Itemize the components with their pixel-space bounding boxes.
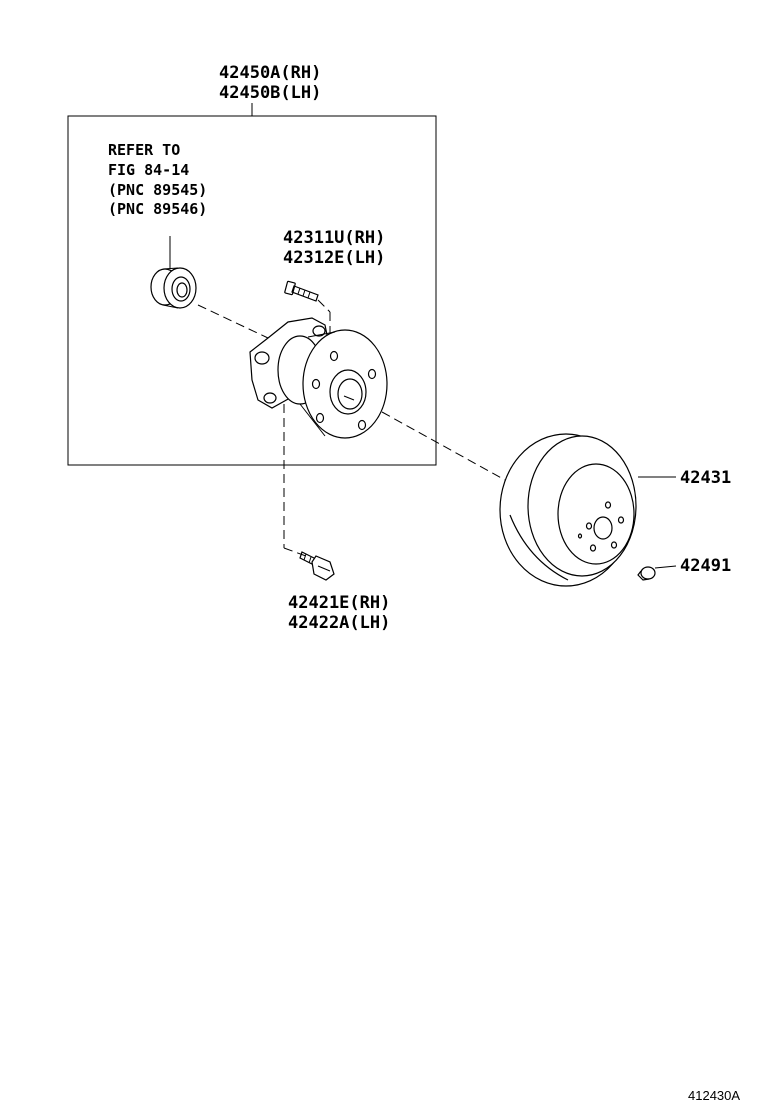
hub-assembly-part-lh[interactable]: 42450B(LH) (219, 83, 321, 103)
reference-note-line3: (PNC 89545) (108, 181, 207, 199)
figure-id: 412430A (688, 1088, 740, 1103)
disc-screw-leader (654, 565, 677, 569)
mount-bolt-part-lh[interactable]: 42422A(LH) (288, 613, 390, 633)
hub-bolt-part[interactable] (284, 280, 319, 302)
bearing-to-hub-dashline (197, 304, 269, 339)
disc-screw-part-number[interactable]: 42491 (680, 556, 731, 576)
hub-to-disc-dashline (381, 411, 506, 481)
reference-note-line4: (PNC 89546) (108, 200, 207, 218)
bearing-part[interactable] (150, 267, 197, 309)
hub-bolt-part-rh[interactable]: 42311U(RH) (283, 228, 385, 248)
reference-note-line1: REFER TO (108, 141, 180, 159)
mount-bolt-part[interactable] (299, 551, 335, 581)
hub-bolt-dashline (317, 299, 331, 313)
mount-bolt-dashline-2 (283, 547, 307, 557)
disc-part-number[interactable]: 42431 (680, 468, 731, 488)
hub-bolt-part-lh[interactable]: 42312E(LH) (283, 248, 385, 268)
brake-disc-part[interactable] (499, 433, 637, 587)
disc-screw-part[interactable] (637, 566, 656, 581)
hub-assembly-part[interactable] (249, 317, 388, 439)
mount-bolt-part-rh[interactable]: 42421E(RH) (288, 593, 390, 613)
reference-note-line2: FIG 84-14 (108, 161, 189, 179)
hub-assembly-part-rh[interactable]: 42450A(RH) (219, 63, 321, 83)
